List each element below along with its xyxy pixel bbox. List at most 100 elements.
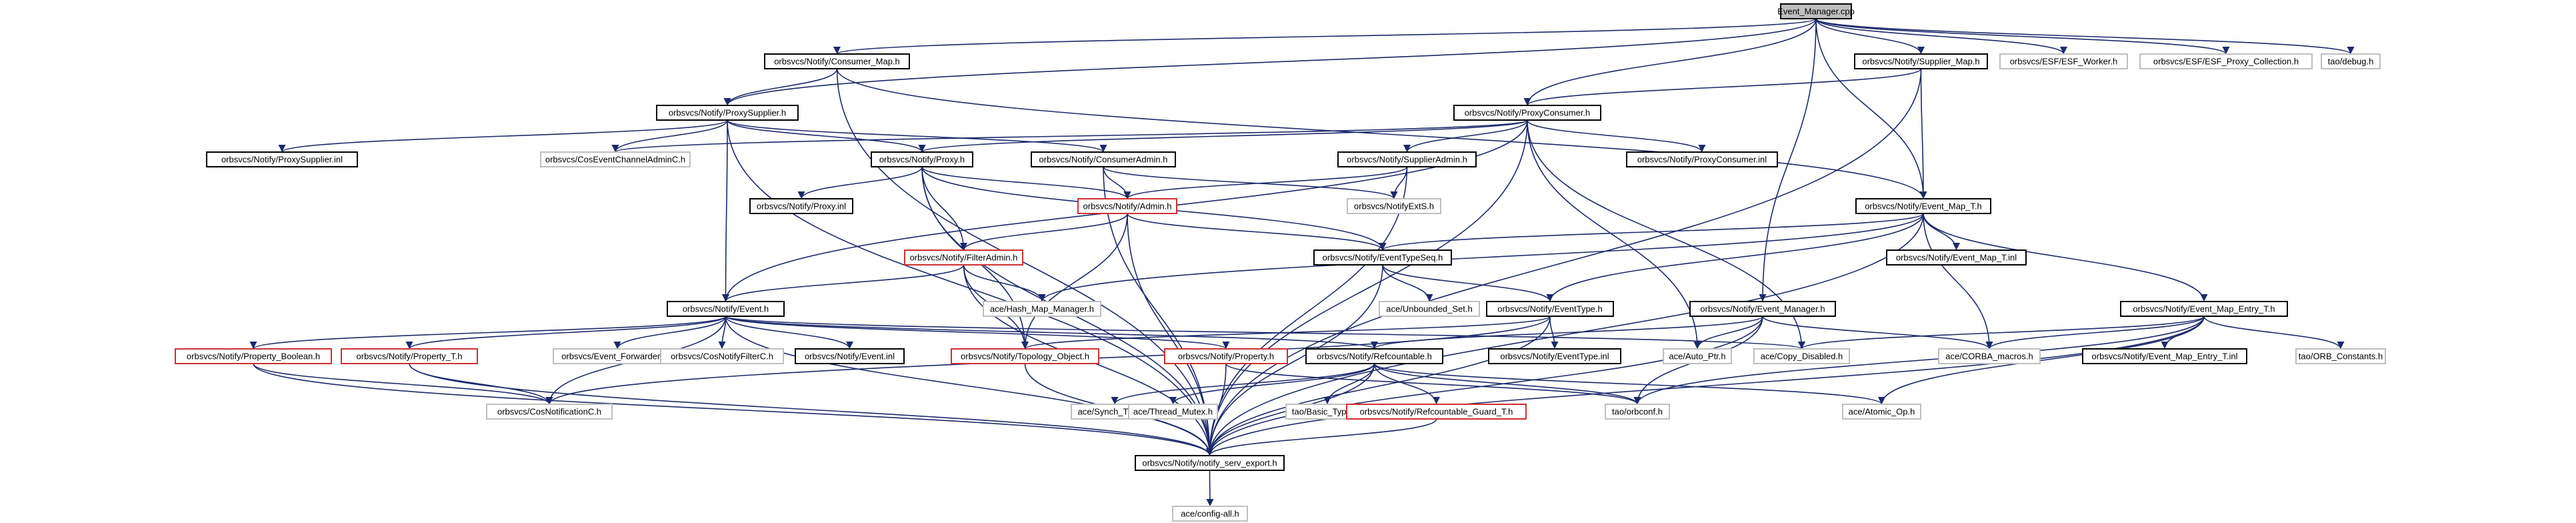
node-proxy[interactable]: orbsvcs/Notify/Proxy.h xyxy=(871,151,973,167)
node-proxy_consumer[interactable]: orbsvcs/Notify/ProxyConsumer.h xyxy=(1453,105,1601,121)
edge-proxy_consumer-to-notify_serv_export xyxy=(1205,119,1528,456)
node-proxy_consumer_inl[interactable]: orbsvcs/Notify/ProxyConsumer.inl xyxy=(1626,151,1778,167)
node-event_map_entry_t_inl[interactable]: orbsvcs/Notify/Event_Map_Entry_T.inl xyxy=(2082,348,2247,364)
node-proxy_supplier_inl[interactable]: orbsvcs/Notify/ProxySupplier.inl xyxy=(206,151,358,167)
node-refcountable_guard[interactable]: orbsvcs/Notify/Refcountable_Guard_T.h xyxy=(1346,404,1527,420)
node-proxy_inl[interactable]: orbsvcs/Notify/Proxy.inl xyxy=(749,198,853,214)
edge-event_manager_h-to-notify_serv_export xyxy=(1205,316,1763,456)
node-event_fwd[interactable]: orbsvcs/Event_ForwarderS.h xyxy=(553,348,682,364)
node-atomic_op[interactable]: ace/Atomic_Op.h xyxy=(1842,404,1921,420)
node-box xyxy=(904,249,1023,266)
node-label: ace/Thread_Mutex.h xyxy=(1133,407,1213,417)
edge-property_t-to-notify_serv_export xyxy=(409,363,1213,456)
node-event_map_entry_t[interactable]: orbsvcs/Notify/Event_Map_Entry_T.h xyxy=(2120,301,2288,317)
edge-supplier_admin-to-admin xyxy=(1123,166,1408,199)
node-event_type[interactable]: orbsvcs/Notify/EventType.h xyxy=(1486,301,1614,317)
edge-proxy_consumer-to-proxy_consumer_inl xyxy=(1527,119,1706,153)
node-unbounded_set[interactable]: ace/Unbounded_Set.h xyxy=(1379,301,1480,317)
edge-consumer_map-to-proxy_supplier xyxy=(723,68,838,106)
node-topology_object[interactable]: orbsvcs/Notify/Topology_Object.h xyxy=(951,348,1099,364)
edge-prop_boolean-to-cos_notification xyxy=(253,363,553,405)
edge-event_type_seq-to-notify_serv_export xyxy=(1205,264,1383,456)
node-esf_proxy_coll[interactable]: orbsvcs/ESF/ESF_Proxy_Collection.h xyxy=(2139,53,2313,69)
edge-admin-to-event_type_seq xyxy=(1127,213,1387,251)
edge-event_map_entry_t-to-orbconf xyxy=(1633,316,2205,405)
edge-root-to-tao_debug xyxy=(1815,18,2355,55)
node-tao_debug[interactable]: tao/debug.h xyxy=(2321,53,2381,69)
node-hash_map[interactable]: ace/Hash_Map_Manager.h xyxy=(983,301,1101,317)
edge-event_map_t-to-hash_map xyxy=(1038,213,1924,302)
node-esf_worker[interactable]: orbsvcs/ESF/ESF_Worker.h xyxy=(1999,53,2128,69)
node-auto_ptr[interactable]: ace/Auto_Ptr.h xyxy=(1663,348,1732,364)
edge-proxy_consumer-to-cos_ec_admin xyxy=(612,119,1528,153)
node-cos_notification[interactable]: orbsvcs/CosNotificationC.h xyxy=(486,404,613,420)
edge-root-to-proxy_supplier xyxy=(723,18,1817,106)
node-label: orbsvcs/Notify/ConsumerAdmin.h xyxy=(1039,155,1168,165)
nodes-layer: Event_Manager.cpp orbsvcs/Notify/Consumer… xyxy=(175,3,2386,522)
edge-event_map_entry_t-to-copy_disabled xyxy=(1798,316,2205,350)
node-cos_notify_filter[interactable]: orbsvcs/CosNotifyFilterC.h xyxy=(660,348,784,364)
node-box xyxy=(667,301,785,317)
edge-event_type-to-topology_object xyxy=(1021,316,1551,350)
edge-event_map_entry_t-to-atomic_op xyxy=(1877,316,2205,405)
node-box xyxy=(795,348,905,364)
node-label: orbsvcs/Notify/FilterAdmin.h xyxy=(910,253,1018,263)
node-box xyxy=(175,348,332,364)
node-box xyxy=(2295,348,2386,364)
node-config_all[interactable]: ace/config-all.h xyxy=(1172,506,1248,522)
edge-refcountable-to-synch_traits xyxy=(1111,363,1375,405)
node-cos_ec_admin[interactable]: orbsvcs/CosEventChannelAdminC.h xyxy=(540,151,691,167)
edge-consumer_admin-to-notify_ext xyxy=(1103,166,1398,199)
edge-property-to-orbconf xyxy=(1225,363,1641,405)
node-event[interactable]: orbsvcs/Notify/Event.h xyxy=(667,301,785,317)
node-orb_constants[interactable]: tao/ORB_Constants.h xyxy=(2295,348,2386,364)
node-event_type_inl[interactable]: orbsvcs/Notify/EventType.inl xyxy=(1488,348,1621,364)
node-filter_admin[interactable]: orbsvcs/Notify/FilterAdmin.h xyxy=(904,249,1023,266)
node-box xyxy=(983,301,1101,317)
node-admin[interactable]: orbsvcs/Notify/Admin.h xyxy=(1077,198,1177,214)
node-consumer_map[interactable]: orbsvcs/Notify/Consumer_Map.h xyxy=(764,53,910,69)
edge-filter_admin-to-event xyxy=(722,264,965,302)
node-orbconf[interactable]: tao/orbconf.h xyxy=(1605,404,1670,420)
node-box xyxy=(749,198,853,214)
node-label: orbsvcs/Notify/SupplierAdmin.h xyxy=(1347,155,1467,165)
node-label: orbsvcs/Notify/EventType.h xyxy=(1497,304,1603,314)
node-consumer_admin[interactable]: orbsvcs/Notify/ConsumerAdmin.h xyxy=(1031,151,1176,167)
node-property_t[interactable]: orbsvcs/Notify/Property_T.h xyxy=(341,348,478,364)
node-event_type_seq[interactable]: orbsvcs/Notify/EventTypeSeq.h xyxy=(1313,249,1452,266)
edge-root-to-esf_worker xyxy=(1815,18,2067,55)
node-event_map_t_inl[interactable]: orbsvcs/Notify/Event_Map_T.inl xyxy=(1886,249,2027,266)
node-thread_mutex[interactable]: ace/Thread_Mutex.h xyxy=(1128,404,1218,420)
node-label: orbsvcs/Notify/EventTypeSeq.h xyxy=(1323,253,1443,263)
edge-proxy_consumer-to-supplier_admin xyxy=(1403,119,1528,153)
edge-event_map_entry_t-to-notify_serv_export xyxy=(1206,316,2205,456)
edge-proxy-to-admin xyxy=(921,166,1131,199)
node-label: orbsvcs/Notify/Topology_Object.h xyxy=(961,352,1089,362)
node-box xyxy=(206,151,358,167)
node-label: orbsvcs/Notify/Property_Boolean.h xyxy=(187,352,320,362)
node-property[interactable]: orbsvcs/Notify/Property.h xyxy=(1164,348,1288,364)
node-refcountable[interactable]: orbsvcs/Notify/Refcountable.h xyxy=(1305,348,1443,364)
node-box xyxy=(1077,198,1177,214)
node-box xyxy=(1855,198,1991,214)
node-label: tao/Basic_Types.h xyxy=(1292,407,1363,417)
node-event_map_t[interactable]: orbsvcs/Notify/Event_Map_T.h xyxy=(1855,198,1991,214)
node-supplier_map[interactable]: orbsvcs/Notify/Supplier_Map.h xyxy=(1854,53,1988,69)
node-notify_serv_export[interactable]: orbsvcs/Notify/notify_serv_export.h xyxy=(1135,455,1285,471)
node-box xyxy=(1488,348,1621,364)
node-event_manager_h[interactable]: orbsvcs/Notify/Event_Manager.h xyxy=(1689,301,1836,317)
node-supplier_admin[interactable]: orbsvcs/Notify/SupplierAdmin.h xyxy=(1337,151,1477,167)
edge-event_map_t-to-event_map_entry_t xyxy=(1923,213,2208,302)
node-label: ace/CORBA_macros.h xyxy=(1945,352,2033,362)
node-notify_ext[interactable]: orbsvcs/NotifyExtS.h xyxy=(1347,198,1441,214)
node-root[interactable]: Event_Manager.cpp xyxy=(1777,3,1855,19)
node-event_inl[interactable]: orbsvcs/Notify/Event.inl xyxy=(795,348,905,364)
node-corba_macros[interactable]: ace/CORBA_macros.h xyxy=(1938,348,2041,364)
node-proxy_supplier[interactable]: orbsvcs/Notify/ProxySupplier.h xyxy=(656,105,799,121)
edge-proxy_consumer-to-auto_ptr xyxy=(1527,119,1701,350)
edge-event-to-copy_disabled xyxy=(725,316,1805,350)
edge-event_manager_h-to-refcountable xyxy=(1371,316,1763,350)
node-prop_boolean[interactable]: orbsvcs/Notify/Property_Boolean.h xyxy=(175,348,332,364)
node-box xyxy=(660,348,784,364)
node-copy_disabled[interactable]: ace/Copy_Disabled.h xyxy=(1753,348,1850,364)
